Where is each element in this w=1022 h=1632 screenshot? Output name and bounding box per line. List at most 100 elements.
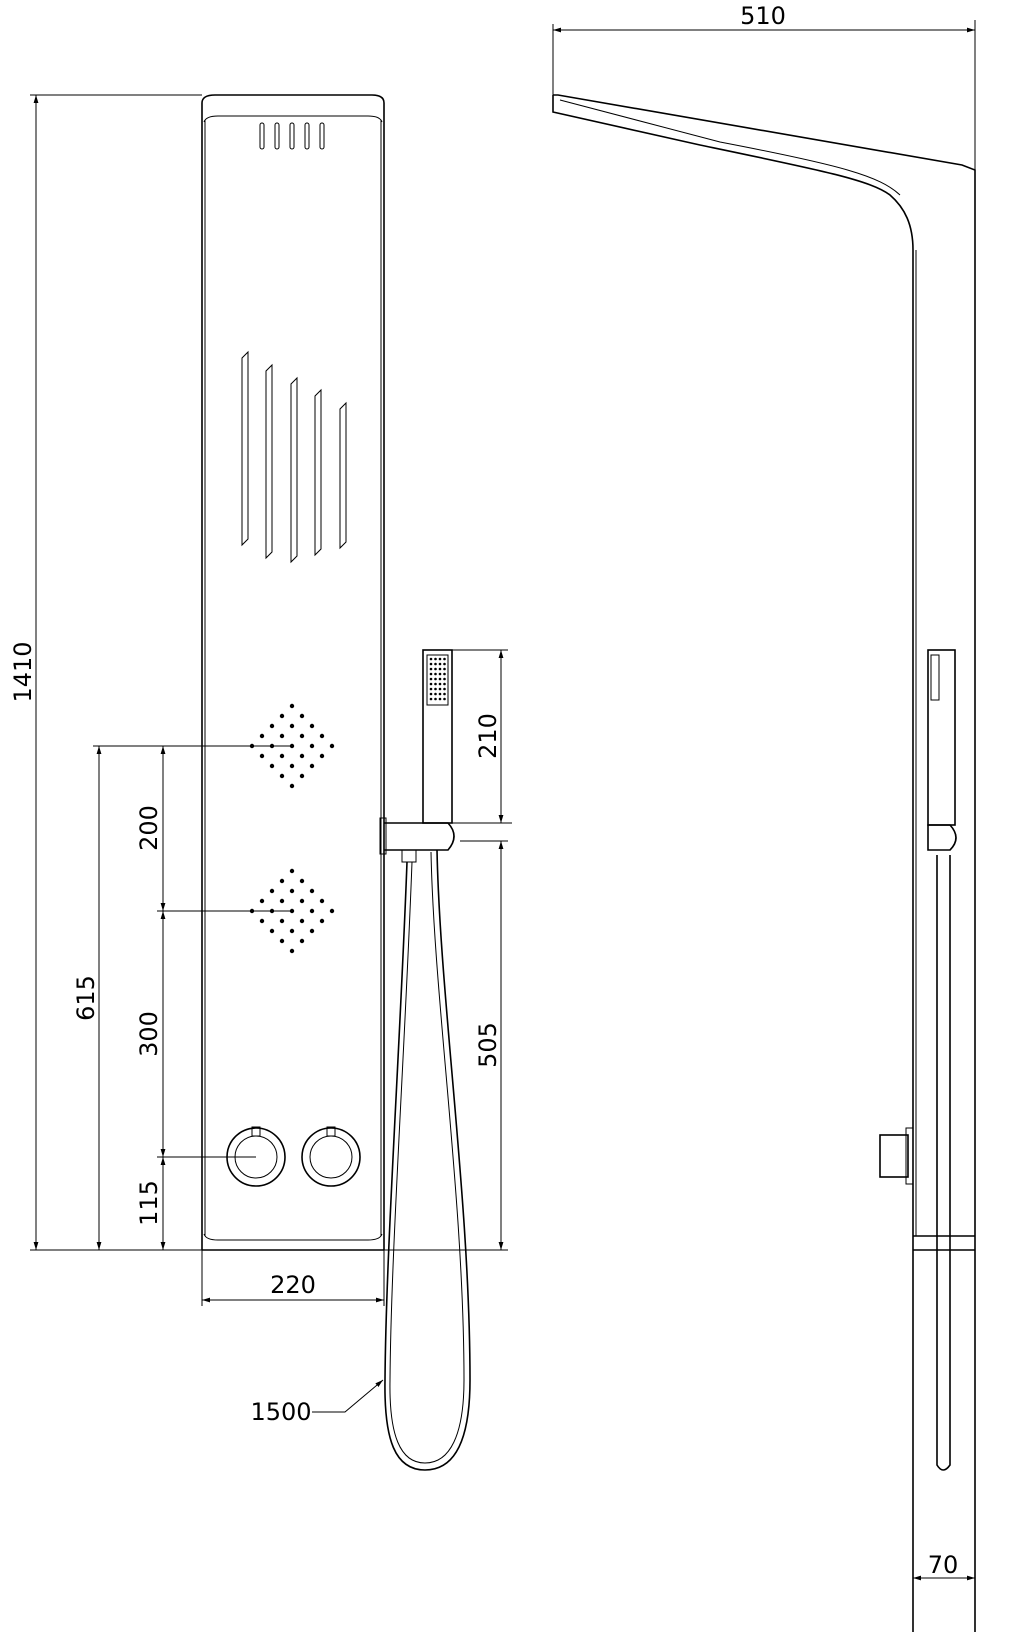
spray-nozzle xyxy=(443,677,446,681)
jet-nozzle xyxy=(259,733,265,739)
waterfall-slot xyxy=(339,401,347,550)
jet-nozzle xyxy=(279,773,285,779)
jet-nozzle xyxy=(289,928,295,934)
spray-nozzle xyxy=(429,687,433,691)
jet-nozzle xyxy=(329,743,335,749)
spray-nozzle xyxy=(434,672,437,676)
jet-nozzle xyxy=(319,898,325,904)
spray-nozzle xyxy=(429,662,433,666)
jet-slot xyxy=(274,122,280,150)
spray-nozzle xyxy=(438,662,442,666)
jet-nozzle xyxy=(299,753,305,759)
spray-nozzle xyxy=(434,692,437,696)
dim-jet-to-valve: 300 xyxy=(135,1011,163,1057)
dim-total-height: 1410 xyxy=(9,641,37,702)
spray-nozzle xyxy=(438,687,442,691)
dimension-labels: 1410 615 200 300 115 220 210 505 1500 51… xyxy=(9,2,958,1579)
jet-nozzle xyxy=(309,763,315,769)
jet-nozzle xyxy=(309,888,315,894)
side-view-panel xyxy=(552,94,976,1632)
dim-head-projection: 510 xyxy=(740,2,786,30)
jet-nozzle xyxy=(299,733,305,739)
waterfall-slot xyxy=(265,363,273,560)
front-view-panel xyxy=(201,94,385,1251)
jet-nozzle xyxy=(279,733,285,739)
spray-nozzle xyxy=(434,657,437,661)
jet-nozzle xyxy=(289,763,295,769)
diverter-knob xyxy=(301,1126,361,1187)
spray-nozzle xyxy=(429,672,433,676)
jet-nozzle xyxy=(289,783,295,789)
dim-jet-spacing: 200 xyxy=(135,805,163,851)
spray-nozzle xyxy=(434,667,437,671)
jet-nozzle xyxy=(309,723,315,729)
jet-nozzle xyxy=(289,703,295,709)
jet-nozzle xyxy=(259,918,265,924)
spray-nozzle xyxy=(443,657,446,661)
waterfall-slot xyxy=(290,376,298,564)
jet-slot xyxy=(259,122,265,150)
jet-nozzle xyxy=(299,773,305,779)
jet-nozzle xyxy=(309,743,315,749)
jet-nozzle xyxy=(279,713,285,719)
dim-holder-height: 505 xyxy=(474,1022,502,1068)
jet-nozzle xyxy=(289,868,295,874)
jet-nozzle xyxy=(279,918,285,924)
spray-nozzle xyxy=(443,667,446,671)
spray-nozzle xyxy=(434,677,437,681)
spray-nozzle xyxy=(429,692,433,696)
dimension-lines xyxy=(30,20,976,1581)
spray-nozzle xyxy=(434,697,437,701)
jet-nozzle xyxy=(309,928,315,934)
jet-nozzle xyxy=(269,928,275,934)
dim-panel-depth: 70 xyxy=(928,1551,959,1579)
waterfall-slot xyxy=(241,350,249,547)
spray-nozzle xyxy=(429,657,433,661)
jet-nozzle xyxy=(279,753,285,759)
jet-nozzle xyxy=(299,878,305,884)
jet-nozzle xyxy=(319,753,325,759)
jet-slot xyxy=(304,122,310,150)
spray-nozzle xyxy=(438,682,442,686)
jet-nozzle xyxy=(319,733,325,739)
spray-nozzle xyxy=(438,657,442,661)
spray-nozzle xyxy=(429,667,433,671)
jet-nozzle xyxy=(269,763,275,769)
spray-nozzle xyxy=(438,667,442,671)
dim-hand-shower-length: 210 xyxy=(474,713,502,759)
jet-nozzle xyxy=(319,918,325,924)
spray-nozzle xyxy=(438,677,442,681)
spray-nozzle xyxy=(443,662,446,666)
spray-nozzle xyxy=(429,697,433,701)
jet-nozzle xyxy=(279,898,285,904)
waterfall-slot xyxy=(314,388,322,557)
jet-nozzle xyxy=(259,898,265,904)
jet-nozzle xyxy=(329,908,335,914)
spray-nozzle xyxy=(443,682,446,686)
dim-hose-length: 1500 xyxy=(250,1398,311,1426)
spray-nozzle xyxy=(434,687,437,691)
dim-valve-height: 115 xyxy=(135,1180,163,1226)
jet-nozzle xyxy=(289,888,295,894)
jet-nozzle xyxy=(289,723,295,729)
spray-nozzle xyxy=(443,697,446,701)
waterfall-slots xyxy=(241,350,347,564)
jet-nozzle xyxy=(289,908,295,914)
jet-slot xyxy=(319,122,325,150)
jet-slot xyxy=(289,122,295,150)
jet-nozzle xyxy=(309,908,315,914)
jet-nozzle xyxy=(299,713,305,719)
spray-nozzle xyxy=(438,672,442,676)
jet-nozzle xyxy=(279,938,285,944)
spray-nozzle xyxy=(443,692,446,696)
hand-shower xyxy=(379,649,471,1471)
spray-nozzle xyxy=(429,677,433,681)
jet-nozzle xyxy=(289,948,295,954)
spray-nozzle xyxy=(434,682,437,686)
jet-nozzle xyxy=(259,753,265,759)
jet-nozzle xyxy=(299,898,305,904)
dim-jets-from-floor: 615 xyxy=(72,975,100,1021)
jet-nozzle xyxy=(299,918,305,924)
